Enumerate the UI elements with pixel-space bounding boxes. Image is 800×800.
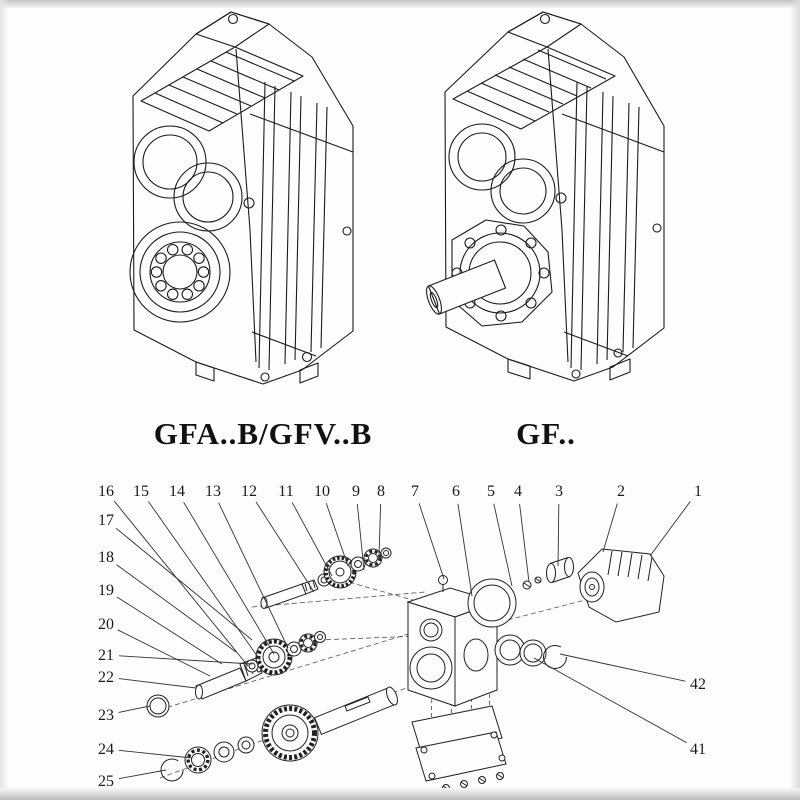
leader-line-22: [118, 678, 197, 689]
part-number-18: 18: [98, 549, 114, 566]
part-number-20: 20: [98, 616, 114, 633]
part-number-41: 41: [690, 741, 706, 758]
leader-line-5: [493, 503, 513, 587]
exploded-input-gear-cluster: [260, 547, 392, 609]
leader-line-12: [255, 501, 315, 593]
output-bearing: [129, 221, 231, 323]
exploded-intermediate-gear-cluster: [146, 631, 326, 718]
part-number-14: 14: [169, 483, 185, 500]
input-bores: [448, 123, 556, 224]
leader-line-6: [457, 503, 473, 597]
leader-line-16: [113, 500, 249, 667]
part-number-9: 9: [352, 483, 360, 500]
leader-line-3: [557, 503, 560, 567]
bolt-holes: [243, 197, 352, 382]
body-edge: [547, 48, 569, 363]
part-number-6: 6: [452, 483, 460, 500]
side-ribs: [570, 81, 640, 371]
leader-line-9: [356, 503, 365, 571]
leader-line-15: [148, 501, 261, 661]
leader-line-8: [378, 503, 382, 558]
part-number-19: 19: [98, 582, 114, 599]
cooling-fins: [154, 51, 295, 124]
fin-face: [452, 46, 616, 130]
output-shaft: [426, 259, 507, 315]
exploded-bottom-cover: [411, 705, 507, 782]
side-bands: [249, 113, 354, 357]
leader-line-18: [116, 564, 237, 653]
part-number-7: 7: [411, 483, 419, 500]
side-ribs: [258, 81, 328, 371]
exploded-motor: [577, 548, 665, 623]
part-number-4: 4: [514, 483, 522, 500]
part-number-17: 17: [98, 512, 114, 529]
leader-line-4: [519, 503, 530, 583]
exploded-screws: [522, 576, 542, 590]
eyebolt-hole: [227, 13, 239, 25]
part-number-42: 42: [690, 676, 706, 693]
leader-line-42: [559, 653, 686, 682]
gearbox-drawing-gf: [426, 11, 665, 382]
part-number-2: 2: [617, 483, 625, 500]
part-number-12: 12: [241, 483, 257, 500]
feet: [507, 358, 631, 381]
part-number-5: 5: [487, 483, 495, 500]
part-number-23: 23: [98, 707, 114, 724]
leader-line-10: [325, 503, 349, 567]
part-number-16: 16: [98, 483, 114, 500]
input-bores: [133, 125, 243, 232]
exploded-view: [146, 547, 665, 792]
leader-line-7: [418, 503, 445, 580]
model-label-gf: GF..: [516, 416, 576, 451]
part-number-13: 13: [205, 483, 221, 500]
top-cap: [507, 11, 582, 48]
leader-line-13: [218, 502, 289, 649]
part-number-21: 21: [98, 647, 114, 664]
leader-line-19: [116, 596, 223, 665]
part-number-22: 22: [98, 669, 114, 686]
part-number-24: 24: [98, 741, 114, 758]
eyebolt-hole: [539, 13, 551, 25]
part-number-25: 25: [98, 773, 114, 790]
part-number-10: 10: [314, 483, 330, 500]
leader-line-20: [117, 629, 211, 677]
bolt-holes: [555, 192, 662, 379]
leader-line-24: [118, 749, 193, 759]
leader-line-25: [118, 769, 167, 780]
leader-line-23: [118, 705, 151, 713]
leader-line-17: [115, 527, 253, 641]
exploded-seal-rings: [494, 634, 567, 669]
exploded-flange-gasket: [467, 578, 517, 628]
top-cap: [195, 11, 270, 48]
gearbox-drawing-gfab: [129, 11, 354, 385]
leader-line-11: [291, 502, 333, 577]
leader-line-21: [118, 655, 253, 665]
part-number-11: 11: [278, 483, 293, 500]
leader-line-2: [602, 503, 618, 553]
part-number-1: 1: [694, 483, 702, 500]
fin-face: [140, 46, 304, 132]
leader-line-1: [649, 501, 691, 557]
feet: [195, 361, 319, 384]
part-number-15: 15: [133, 483, 149, 500]
leader-line-14: [183, 501, 275, 655]
body-edge: [235, 48, 257, 363]
leader-line-41: [533, 657, 687, 744]
exploded-coupling: [546, 557, 574, 583]
model-label-gfab-gfvb: GFA..B/GFV..B: [153, 416, 373, 451]
part-number-8: 8: [377, 483, 385, 500]
side-bands: [561, 113, 665, 357]
part-number-3: 3: [555, 483, 563, 500]
exploded-output-assembly: [160, 686, 398, 782]
cooling-fins: [466, 49, 607, 122]
